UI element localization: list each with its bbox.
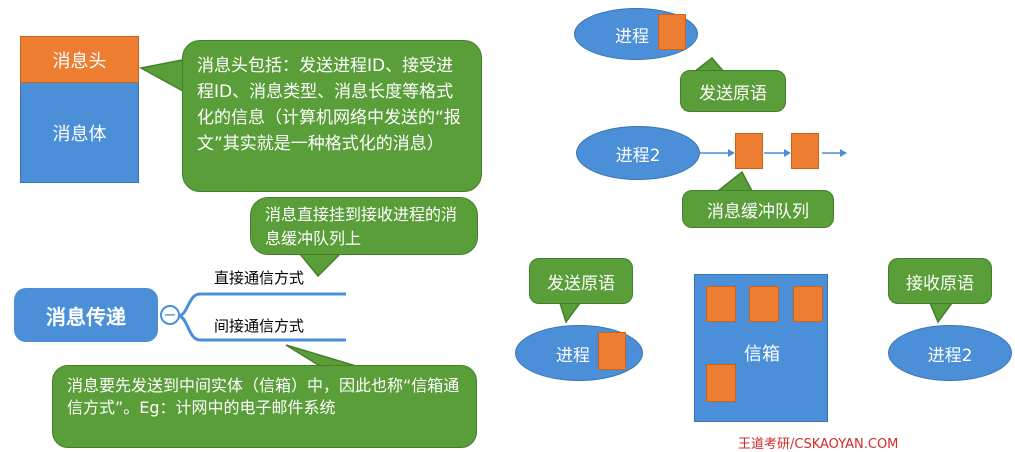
sender-process-label: 进程 (615, 26, 649, 47)
queue-callout: 消息缓冲队列 (682, 190, 834, 228)
indirect-callout-tail (285, 344, 357, 367)
send-primitive-2-callout: 发送原语 (529, 258, 633, 304)
branch-direct[interactable]: 直接通信方式 (214, 269, 305, 287)
mailbox-message-1 (706, 286, 736, 322)
queue-message-2 (791, 133, 819, 169)
footer-caption: 王道考研/CSKAOYAN.COM (738, 437, 899, 452)
queue-callout-tail (715, 170, 754, 192)
receiver-process-2-ellipse: 进程2 (888, 325, 1012, 381)
indirect-info-callout: 消息要先发送到中间实体（信箱）中，因此也称“信箱通信方式”。Eg：计网中的电子邮… (52, 365, 477, 448)
branch-line-direct (177, 292, 346, 318)
sender-process-2-label: 进程 (556, 345, 590, 366)
outgoing-message (598, 332, 626, 370)
arrow-head-1 (728, 149, 735, 157)
message-head-block: 消息头 (20, 36, 139, 83)
receive-primitive-tail (928, 302, 954, 324)
direct-callout-tail (298, 253, 342, 278)
queue-message-1 (735, 133, 763, 169)
header-info-callout: 消息头包括：发送进程ID、接受进程ID、消息类型、消息长度等格式化的信息（计算机… (182, 40, 482, 192)
receive-primitive-callout: 接收原语 (888, 258, 992, 304)
mailbox-label: 信箱 (744, 344, 780, 365)
message-body-block: 消息体 (20, 83, 139, 183)
mailbox-message-2 (749, 286, 779, 322)
arrow-head-2 (784, 149, 791, 157)
send-primitive-2-tail (558, 302, 582, 324)
mindmap-root[interactable]: 消息传递 (14, 288, 158, 342)
arrow-head-3 (840, 149, 847, 157)
collapse-toggle[interactable]: − (160, 305, 180, 325)
send-primitive-callout: 发送原语 (680, 70, 786, 112)
receiver-process-label: 进程2 (615, 145, 661, 166)
receiver-process-2-label: 进程2 (927, 345, 973, 366)
receiver-process-ellipse: 进程2 (576, 126, 700, 180)
mailbox-message-3 (793, 286, 823, 322)
branch-indirect[interactable]: 间接通信方式 (214, 317, 305, 335)
mailbox-message-4 (706, 364, 736, 402)
message-square (658, 14, 686, 50)
branch-line-indirect (177, 314, 346, 342)
direct-info-callout: 消息直接挂到接收进程的消息缓冲队列上 (250, 197, 478, 255)
